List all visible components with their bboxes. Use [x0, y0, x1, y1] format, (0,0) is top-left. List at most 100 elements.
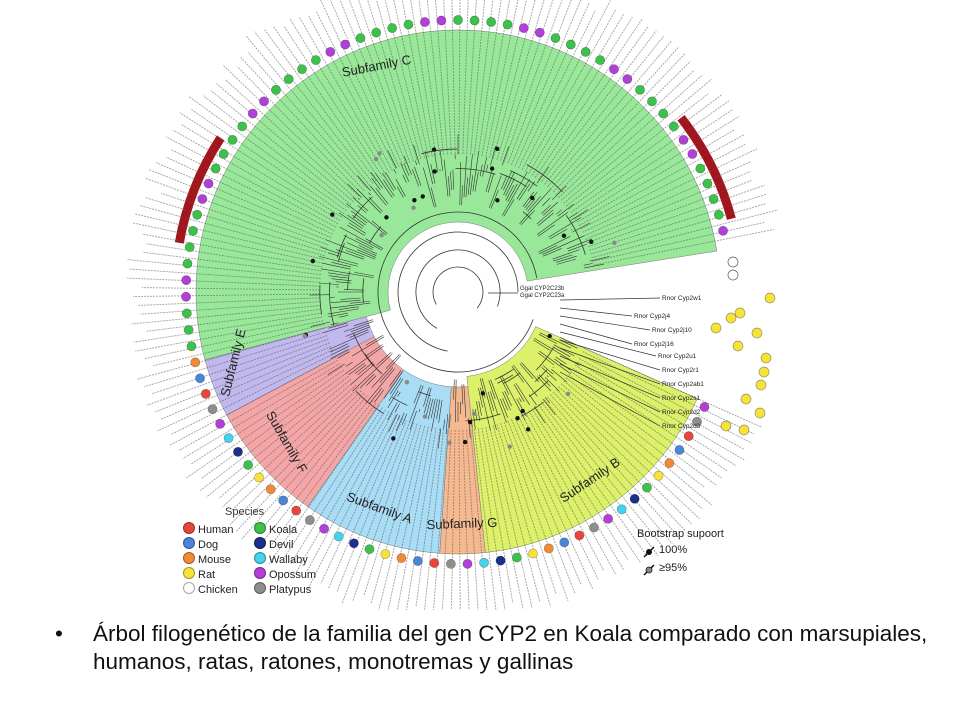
leaf-label-texture: [222, 64, 360, 197]
branch: [533, 406, 546, 424]
leaf-label-texture: [401, 0, 433, 157]
species-dot: [207, 404, 218, 414]
leaf-label-texture: [585, 171, 751, 240]
species-color-icon: [183, 582, 195, 594]
species-dot: [462, 558, 473, 569]
branch: [500, 398, 509, 418]
branch: [488, 175, 502, 209]
species-dot: [429, 558, 440, 568]
leaf-label-texture: [148, 169, 330, 242]
leaf-label: Rnor Cyp2r1: [662, 367, 699, 374]
branch: [329, 331, 369, 350]
bootstrap-node: [447, 440, 452, 445]
leaf-label-texture: [576, 361, 745, 461]
species-dot: [380, 549, 391, 560]
branch: [340, 297, 361, 300]
leaf-label-texture: [462, 0, 469, 155]
branch: [589, 256, 610, 262]
leaf-label-texture: [492, 425, 541, 603]
branch: [539, 332, 572, 349]
leaf-label-texture: [206, 378, 352, 498]
branch: [555, 209, 562, 215]
branch: [328, 272, 348, 277]
branch: [338, 306, 359, 310]
leaf-label-texture: [485, 0, 519, 157]
branch: [358, 245, 378, 255]
leaf-label-texture: [518, 10, 596, 169]
leaf-label-texture: [496, 0, 545, 160]
species-dot: [259, 96, 269, 107]
branch-arc: [503, 372, 521, 384]
leaf-label-texture: [178, 359, 339, 452]
leaf-label-texture: [555, 388, 693, 525]
branch: [368, 196, 383, 212]
branch: [388, 378, 404, 402]
leaf-label-texture: [146, 338, 329, 406]
bootstrap-node: [561, 233, 567, 238]
leaf-label-texture: [541, 401, 659, 556]
bootstrap-node: [422, 414, 428, 419]
species-dot: [195, 373, 205, 384]
leaf-label-texture: [202, 95, 349, 209]
branch: [551, 185, 567, 200]
leaf-label-texture: [534, 406, 642, 564]
species-dot: [708, 194, 719, 204]
leaf-label-texture: [155, 162, 332, 239]
species-dot: [543, 543, 554, 554]
branch-arc: [529, 380, 549, 397]
species-dot-rat: [710, 322, 722, 334]
leaf-label-texture: [570, 100, 730, 213]
leaf-label-texture: [590, 203, 767, 255]
species-dot: [186, 341, 197, 352]
leaf-label-texture: [295, 411, 390, 574]
branch: [365, 334, 384, 346]
leaf-label-texture: [216, 83, 354, 203]
branch: [402, 174, 407, 183]
leaf-label-texture: [185, 369, 345, 479]
leaf-label-texture: [450, 429, 456, 610]
bootstrap-node: [462, 439, 468, 445]
branch: [478, 400, 482, 416]
branch: [357, 175, 371, 191]
branch: [325, 239, 376, 260]
leaf-label-texture: [179, 112, 343, 218]
species-dot: [534, 27, 545, 38]
branch: [412, 169, 420, 187]
species-dot: [559, 537, 570, 548]
leaf-label-texture: [221, 384, 357, 508]
branch-arc: [497, 374, 514, 384]
leaf-label-texture: [159, 345, 332, 421]
species-dot: [182, 258, 193, 269]
branch: [454, 379, 457, 423]
bootstrap-node: [384, 215, 389, 220]
branch: [371, 178, 381, 190]
bootstrap-node: [589, 239, 594, 245]
species-dot: [403, 19, 414, 30]
branch: [521, 362, 540, 383]
branch: [546, 375, 549, 378]
branch: [339, 212, 363, 229]
leaf-label-texture: [137, 297, 321, 306]
species-color-icon: [254, 567, 266, 579]
leaf-label-texture: [140, 301, 321, 315]
highlight-arc-right: [677, 114, 736, 220]
leaf-label-texture: [263, 28, 377, 182]
leaf-label-texture: [132, 222, 324, 264]
legend-label: Rat: [198, 569, 216, 581]
branch: [370, 185, 387, 206]
leaf-label-texture: [341, 421, 411, 604]
leaf-label-texture: [593, 228, 775, 266]
leaf-label-texture: [565, 377, 705, 488]
leaf-label-texture: [257, 398, 371, 535]
species-dot: [702, 178, 713, 189]
branch: [350, 324, 370, 333]
branch: [387, 390, 399, 409]
branch: [501, 146, 509, 166]
branch: [383, 179, 395, 197]
leaf-label-texture: [544, 35, 664, 185]
leaf-label-texture: [170, 352, 335, 435]
legend-label: Platypus: [269, 584, 312, 596]
leaf-label-texture: [511, 0, 582, 165]
leaf-label-texture: [560, 383, 703, 509]
branch: [503, 199, 515, 217]
